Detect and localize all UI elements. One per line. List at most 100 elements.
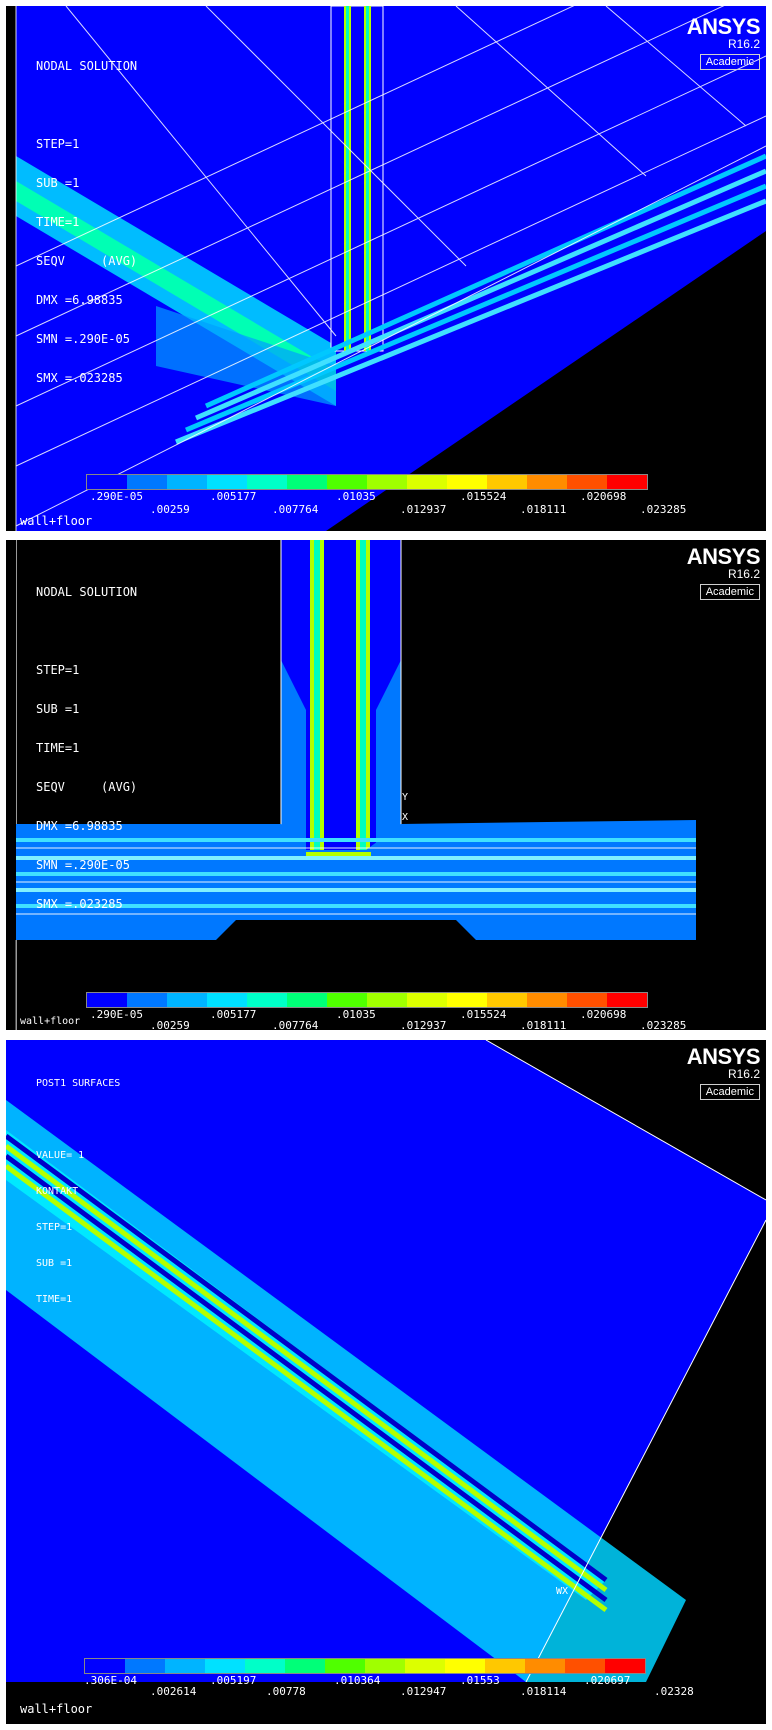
legend-tick: .012947 bbox=[400, 1685, 447, 1698]
legend-tick: .00778 bbox=[266, 1685, 306, 1698]
triad-axes-2: Y X bbox=[402, 788, 408, 828]
legend-swatch bbox=[365, 1659, 405, 1673]
ansys-logo-3: ANSYS R16.2 Academic bbox=[687, 1046, 761, 1100]
info-line: DMX =6.98835 bbox=[36, 819, 123, 833]
legend-tick: .306E-04 bbox=[84, 1674, 137, 1687]
solution-info-3: POST1 SURFACES VALUE= 1 KONTAKT STEP=1 S… bbox=[36, 1054, 120, 1330]
legend-swatch bbox=[607, 993, 647, 1007]
legend-tick: .018111 bbox=[520, 503, 567, 516]
legend-tick: .023285 bbox=[640, 503, 687, 516]
legend-swatch bbox=[325, 1659, 365, 1673]
legend-tick: .01035 bbox=[336, 1008, 376, 1021]
info-line bbox=[36, 625, 137, 638]
legend-tick: .020698 bbox=[580, 490, 627, 503]
legend-swatch bbox=[327, 475, 367, 489]
contour-plot-3: POST1 SURFACES VALUE= 1 KONTAKT STEP=1 S… bbox=[6, 1040, 766, 1724]
legend-tick: .01035 bbox=[336, 490, 376, 503]
legend-ticks-3: .306E-04 .002614 .005197 .00778 .010364 … bbox=[80, 1674, 766, 1704]
info-line: STEP=1 bbox=[36, 137, 80, 151]
axis-label-y: Y bbox=[402, 792, 409, 803]
info-line: TIME=1 bbox=[36, 215, 80, 229]
legend-tick: .00259 bbox=[150, 503, 190, 516]
ansys-logo-1: ANSYS R16.2 Academic bbox=[686, 14, 761, 70]
legend-tick: .020697 bbox=[584, 1674, 631, 1687]
legend-swatch bbox=[405, 1659, 445, 1673]
legend-swatch bbox=[207, 993, 247, 1007]
legend-swatch bbox=[87, 993, 127, 1007]
legend-swatch bbox=[207, 475, 247, 489]
legend-swatch bbox=[167, 993, 207, 1007]
info-line: SEQV (AVG) bbox=[36, 780, 138, 794]
legend-swatch bbox=[407, 993, 447, 1007]
legend-swatch bbox=[167, 475, 207, 489]
legend-swatch bbox=[565, 1659, 605, 1673]
info-line: SMN =.290E-05 bbox=[36, 332, 130, 346]
legend-tick: .018111 bbox=[520, 1019, 567, 1030]
triad-axes-3: WX bbox=[556, 1586, 568, 1597]
info-line: POST1 SURFACES bbox=[36, 1078, 121, 1089]
academic-badge: Academic bbox=[699, 584, 760, 600]
legend-tick: .002614 bbox=[150, 1685, 197, 1698]
legend-swatch bbox=[445, 1659, 485, 1673]
legend-swatch bbox=[407, 475, 447, 489]
legend-swatch bbox=[487, 475, 527, 489]
info-line: STEP=1 bbox=[36, 1222, 73, 1233]
version-label: R16.2 bbox=[727, 1067, 760, 1081]
legend-swatch bbox=[487, 993, 527, 1007]
legend-swatch bbox=[567, 993, 607, 1007]
legend-swatch bbox=[485, 1659, 525, 1673]
contour-plot-1: NODAL SOLUTION STEP=1 SUB =1 TIME=1 SEQV… bbox=[6, 6, 766, 531]
legend-tick: .00259 bbox=[150, 1019, 190, 1030]
legend-tick: .01553 bbox=[460, 1674, 500, 1687]
model-view-3 bbox=[6, 1040, 766, 1724]
info-line: KONTAKT bbox=[36, 1186, 79, 1197]
legend-swatch bbox=[607, 475, 647, 489]
model-view-1 bbox=[15, 6, 766, 531]
version-label: R16.2 bbox=[727, 37, 760, 51]
legend-swatch bbox=[85, 1659, 125, 1673]
info-line: NODAL SOLUTION bbox=[36, 585, 138, 599]
legend-tick: .012937 bbox=[400, 503, 447, 516]
info-line bbox=[36, 1114, 120, 1126]
legend-tick: .023285 bbox=[640, 1019, 687, 1030]
legend-swatch bbox=[205, 1659, 245, 1673]
legend-ticks-1: .290E-05 .00259 .005177 .007764 .01035 .… bbox=[80, 490, 766, 520]
legend-tick: .010364 bbox=[334, 1674, 381, 1687]
legend-tick: .005197 bbox=[210, 1674, 257, 1687]
legend-swatch bbox=[527, 993, 567, 1007]
info-line: TIME=1 bbox=[36, 741, 80, 755]
brand-name: ANSYS bbox=[686, 544, 761, 569]
legend-swatch bbox=[605, 1659, 645, 1673]
solution-info-1: NODAL SOLUTION STEP=1 SUB =1 TIME=1 SEQV… bbox=[36, 34, 137, 411]
legend-tick: .015524 bbox=[460, 490, 507, 503]
legend-tick: .005177 bbox=[210, 1008, 257, 1021]
legend-swatch bbox=[87, 475, 127, 489]
info-line: SUB =1 bbox=[36, 702, 80, 716]
info-line: SMX =.023285 bbox=[36, 371, 123, 385]
info-line: SMX =.023285 bbox=[36, 897, 123, 911]
version-label: R16.2 bbox=[727, 567, 760, 581]
legend-swatch bbox=[165, 1659, 205, 1673]
info-line: SUB =1 bbox=[36, 176, 80, 190]
legend-swatch bbox=[447, 475, 487, 489]
info-line: TIME=1 bbox=[36, 1294, 73, 1305]
axis-label-wx: WX bbox=[556, 1586, 569, 1597]
legend-swatch bbox=[567, 475, 607, 489]
legend-swatch bbox=[285, 1659, 325, 1673]
legend-swatch bbox=[247, 993, 287, 1007]
legend-swatch bbox=[287, 475, 327, 489]
academic-badge: Academic bbox=[699, 1084, 760, 1100]
legend-swatch bbox=[127, 475, 167, 489]
legend-tick: .012937 bbox=[400, 1019, 447, 1030]
legend-swatch bbox=[527, 475, 567, 489]
legend-ticks-2: .290E-05 .00259 .005177 .007764 .01035 .… bbox=[80, 1008, 766, 1030]
brand-name: ANSYS bbox=[686, 14, 761, 39]
contour-plot-2: NODAL SOLUTION STEP=1 SUB =1 TIME=1 SEQV… bbox=[6, 540, 766, 1030]
legend-swatch bbox=[367, 475, 407, 489]
info-line: SEQV (AVG) bbox=[36, 254, 138, 268]
legend-swatch bbox=[287, 993, 327, 1007]
info-line: SMN =.290E-05 bbox=[36, 858, 130, 872]
legend-tick: .005177 bbox=[210, 490, 257, 503]
legend-swatch bbox=[247, 475, 287, 489]
legend-tick: .290E-05 bbox=[90, 1008, 143, 1021]
